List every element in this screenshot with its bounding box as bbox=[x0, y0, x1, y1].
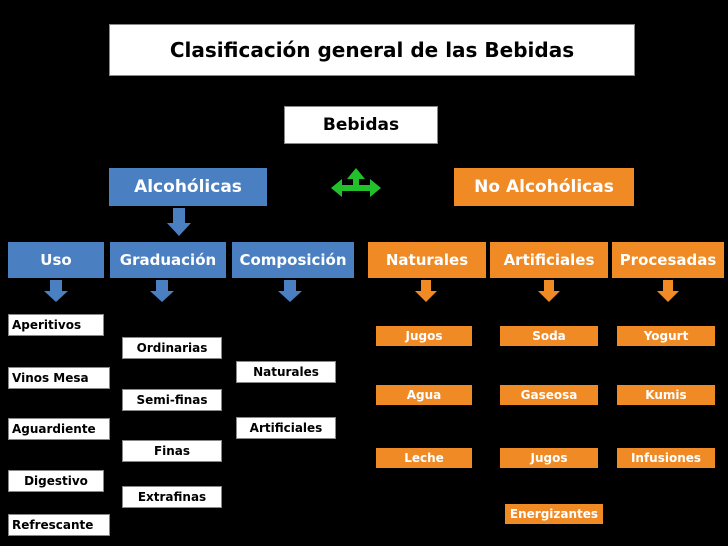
leaf-infusiones: Infusiones bbox=[617, 448, 715, 468]
category-composicion: Composición bbox=[232, 242, 354, 278]
node-alcoholicas: Alcohólicas bbox=[109, 168, 267, 206]
leaf-soda: Soda bbox=[500, 326, 598, 346]
down-arrow-icon bbox=[150, 280, 174, 302]
category-graduacion: Graduación bbox=[110, 242, 226, 278]
node-no-alcoholicas: No Alcohólicas bbox=[454, 168, 634, 206]
down-arrow-icon bbox=[44, 280, 68, 302]
leaf-jugos-artificiales: Jugos bbox=[500, 448, 598, 468]
leaf-gaseosa: Gaseosa bbox=[500, 385, 598, 405]
category-uso: Uso bbox=[8, 242, 104, 278]
branch-arrow-icon bbox=[331, 168, 381, 197]
category-procesadas: Procesadas bbox=[612, 242, 724, 278]
leaf-aguardiente: Aguardiente bbox=[8, 418, 110, 440]
leaf-refrescante: Refrescante bbox=[8, 514, 110, 536]
leaf-ordinarias: Ordinarias bbox=[122, 337, 222, 359]
leaf-kumis: Kumis bbox=[617, 385, 715, 405]
leaf-comp-naturales: Naturales bbox=[236, 361, 336, 383]
root-node-bebidas: Bebidas bbox=[284, 106, 438, 144]
down-arrow-icon bbox=[657, 280, 679, 302]
down-arrow-icon bbox=[167, 208, 191, 236]
leaf-yogurt: Yogurt bbox=[617, 326, 715, 346]
leaf-leche: Leche bbox=[376, 448, 472, 468]
leaf-semi-finas: Semi-finas bbox=[122, 389, 222, 411]
down-arrow-icon bbox=[415, 280, 437, 302]
leaf-agua: Agua bbox=[376, 385, 472, 405]
leaf-vinos-mesa: Vinos Mesa bbox=[8, 367, 110, 389]
leaf-finas: Finas bbox=[122, 440, 222, 462]
down-arrow-icon bbox=[538, 280, 560, 302]
leaf-jugos-naturales: Jugos bbox=[376, 326, 472, 346]
leaf-aperitivos: Aperitivos bbox=[8, 314, 104, 336]
down-arrow-icon bbox=[278, 280, 302, 302]
leaf-digestivo: Digestivo bbox=[8, 470, 104, 492]
page-title: Clasificación general de las Bebidas bbox=[109, 24, 635, 76]
category-artificiales: Artificiales bbox=[490, 242, 608, 278]
leaf-energizantes: Energizantes bbox=[505, 504, 603, 524]
leaf-extrafinas: Extrafinas bbox=[122, 486, 222, 508]
category-naturales: Naturales bbox=[368, 242, 486, 278]
leaf-comp-artificiales: Artificiales bbox=[236, 417, 336, 439]
